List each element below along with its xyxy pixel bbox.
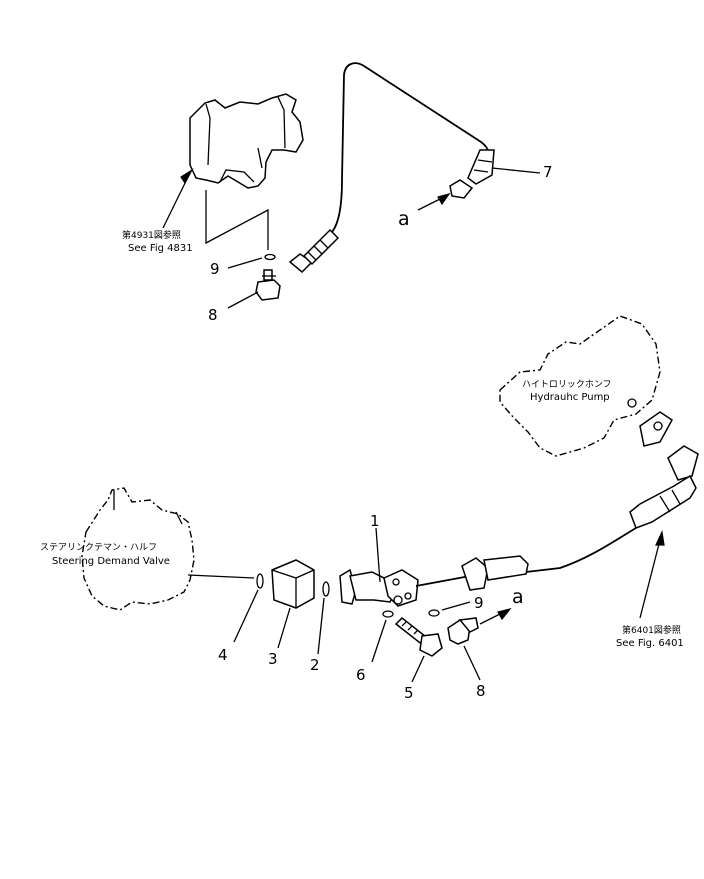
- part-4-label: 4: [218, 646, 228, 664]
- bottom-flow-arrow-a: [479, 607, 512, 625]
- steering-valve-outline: [81, 487, 195, 611]
- pump-o-ring: [627, 398, 637, 408]
- top-leader-7: [491, 167, 541, 174]
- top-link-line: [205, 190, 269, 250]
- top-leader-8: [227, 291, 259, 309]
- bottom-hose-coupling: [461, 555, 529, 591]
- part-2-label: 2: [310, 656, 320, 674]
- spacer-block-3: [271, 559, 315, 609]
- top-elbow-fitting: [255, 269, 281, 301]
- pump-hose-tube: [525, 527, 637, 573]
- pump-elbow: [667, 445, 699, 481]
- top-hose-right-end: [449, 149, 495, 199]
- bottom-ref-label-en: See Fig. 6401: [616, 638, 684, 649]
- top-flow-arrow-a: [417, 192, 451, 211]
- bottom-ref-arrow: [639, 529, 665, 619]
- o-ring-9-bottom: [428, 609, 440, 617]
- top-component-block: [189, 93, 304, 189]
- leader-9-bottom: [441, 601, 471, 611]
- top-part-8-label: 8: [208, 306, 218, 324]
- pump-flange: [639, 411, 673, 447]
- bolt-5: [394, 616, 443, 657]
- top-leader-9: [227, 257, 263, 269]
- top-ref-label-jp: 第4931図参照: [122, 229, 181, 241]
- leader-3: [277, 607, 291, 649]
- valve-label-jp: ステアリンクテマン・ハルフ: [40, 542, 157, 553]
- part-9-bottom-label: 9: [474, 594, 484, 612]
- bottom-arrow-a-label: a: [512, 586, 524, 608]
- top-o-ring: [264, 253, 276, 261]
- valve-leader: [187, 574, 255, 579]
- part-1-label: 1: [370, 512, 380, 530]
- top-tube: [331, 62, 490, 233]
- bottom-tube: [415, 575, 471, 587]
- top-ref-arrow: [162, 168, 194, 229]
- top-ref-label-en: See Fig 4831: [128, 243, 193, 254]
- top-part-7-label: 7: [543, 163, 553, 181]
- elbow-fitting-8-bottom: [447, 617, 479, 645]
- pump-label-jp: ハイトロリックホンフ: [522, 379, 612, 390]
- part-3-label: 3: [268, 650, 278, 668]
- o-ring-2: [322, 581, 330, 597]
- pump-hose: [629, 474, 697, 529]
- top-hose-left-end: [288, 228, 340, 274]
- leader-1: [375, 527, 381, 583]
- leader-4: [233, 589, 259, 643]
- leader-6: [371, 619, 387, 663]
- hydraulic-pump-outline: [499, 315, 661, 457]
- leader-8-bottom: [463, 645, 481, 681]
- top-arrow-a-label: a: [398, 208, 410, 230]
- part-6-label: 6: [356, 666, 366, 684]
- o-ring-4: [256, 573, 264, 589]
- leader-5: [411, 655, 425, 683]
- valve-label-en: Steering Demand Valve: [52, 556, 170, 567]
- top-part-9-label: 9: [210, 260, 220, 278]
- pump-label-en: Hydrauhc Pump: [530, 392, 610, 403]
- bottom-ref-label-jp: 第6401図参照: [622, 624, 681, 636]
- washer-6: [382, 610, 394, 618]
- part-5-label: 5: [404, 684, 414, 702]
- part-8-bottom-label: 8: [476, 682, 486, 700]
- leader-2: [317, 597, 325, 655]
- elbow-pipe-1: [339, 568, 419, 607]
